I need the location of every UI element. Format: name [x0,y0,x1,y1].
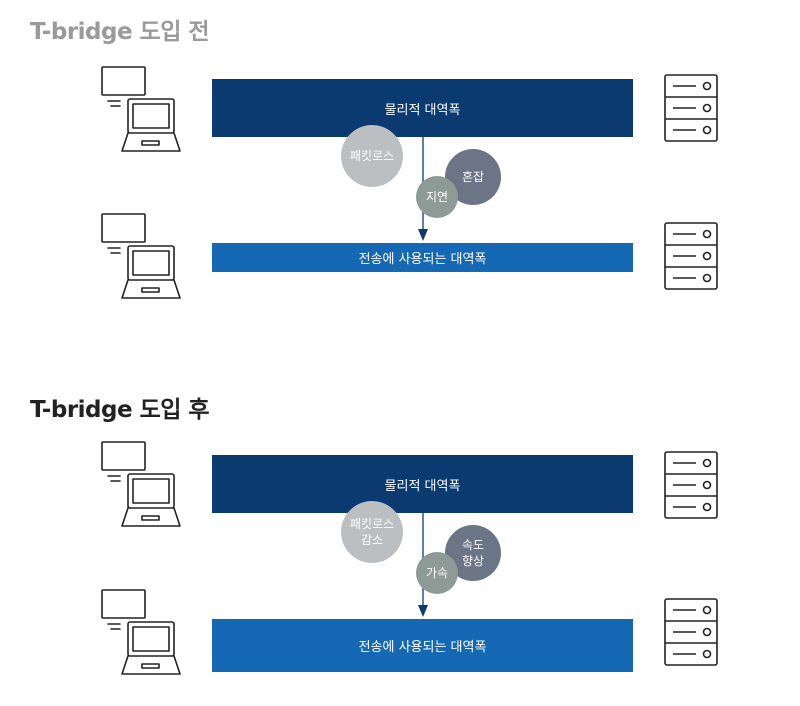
latency-bubble: 지연 [416,176,458,218]
section-title-before: T-bridge 도입 전 [30,19,210,45]
packet-loss-reduction-bubble: 패킷로스 감소 [341,501,403,563]
server-icon [664,451,718,519]
packet-loss-bubble: 패킷로스 [341,125,403,187]
physical-bandwidth-bar: 물리적 대역폭 [212,79,633,137]
used-bandwidth-label: 전송에 사용되는 대역폭 [358,252,487,267]
acceleration-bubble: 가속 [416,552,458,594]
server-icon [664,598,718,666]
used-bandwidth-bar: 전송에 사용되는 대역폭 [212,243,633,272]
physical-bandwidth-bar: 물리적 대역폭 [212,455,633,513]
computer-icon [101,213,181,299]
computer-icon [101,589,181,675]
computer-icon [101,441,181,527]
congestion-bubble: 혼잡 [445,149,501,205]
section-title-after: T-bridge 도입 후 [30,397,210,423]
computer-icon [101,66,181,152]
physical-bandwidth-label: 물리적 대역폭 [384,102,461,118]
before-section: T-bridge 도입 전 [0,0,800,350]
used-bandwidth-label: 전송에 사용되는 대역폭 [358,640,487,655]
after-section: T-bridge 도입 후 [0,376,800,706]
used-bandwidth-bar: 전송에 사용되는 대역폭 [212,619,633,672]
physical-bandwidth-label: 물리적 대역폭 [384,478,461,494]
server-icon [664,222,718,290]
server-icon [664,74,718,142]
